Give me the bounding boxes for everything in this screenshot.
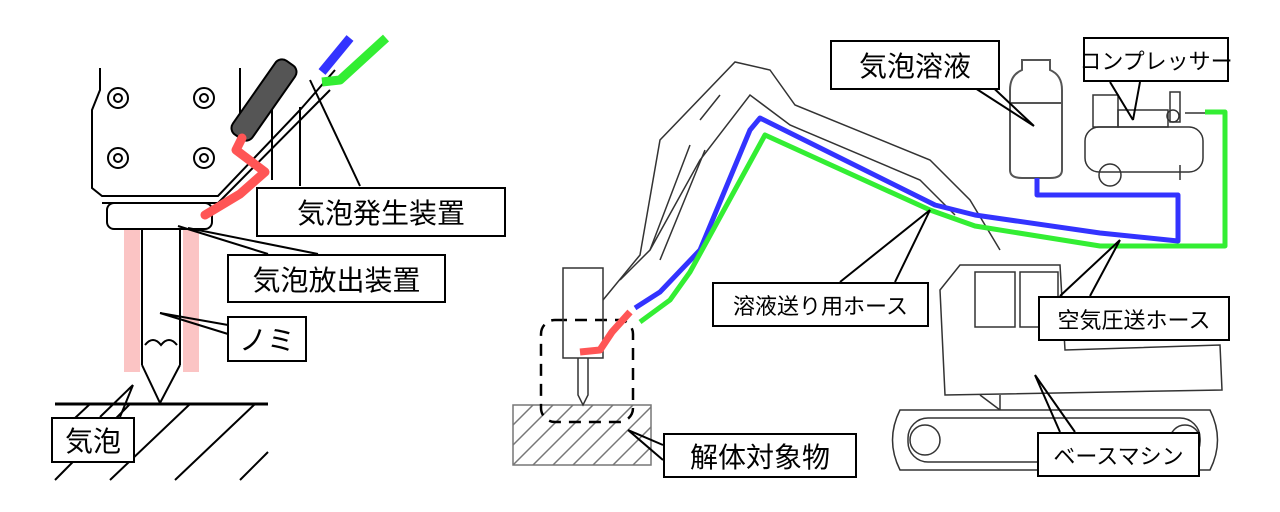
label-base-machine: ベースマシン	[1037, 432, 1200, 477]
right-hoses	[579, 109, 1228, 356]
label-compressor: コンプレッサー	[1079, 37, 1233, 82]
foam-jets	[124, 228, 199, 372]
left-hoses	[200, 34, 390, 220]
label-foam: 気泡	[51, 417, 135, 463]
foam-solution-tank	[1009, 59, 1063, 179]
label-demolition-target: 解体対象物	[663, 433, 857, 478]
label-foam-solution: 気泡溶液	[830, 40, 1000, 90]
focus-dashed-box	[539, 318, 635, 424]
label-chisel: ノミ	[227, 316, 307, 362]
label-foam-discharger: 気泡放出装置	[227, 254, 446, 303]
left-leaders	[99, 79, 361, 418]
label-solution-hose: 溶液送り用ホース	[712, 282, 929, 327]
label-foam-generator: 気泡発生装置	[256, 187, 506, 237]
right-leaders	[627, 79, 1141, 461]
compressor-unit	[1084, 91, 1205, 187]
label-air-hose: 空気圧送ホース	[1038, 296, 1230, 341]
excavator	[562, 61, 1223, 471]
demolition-target-block	[512, 404, 652, 466]
